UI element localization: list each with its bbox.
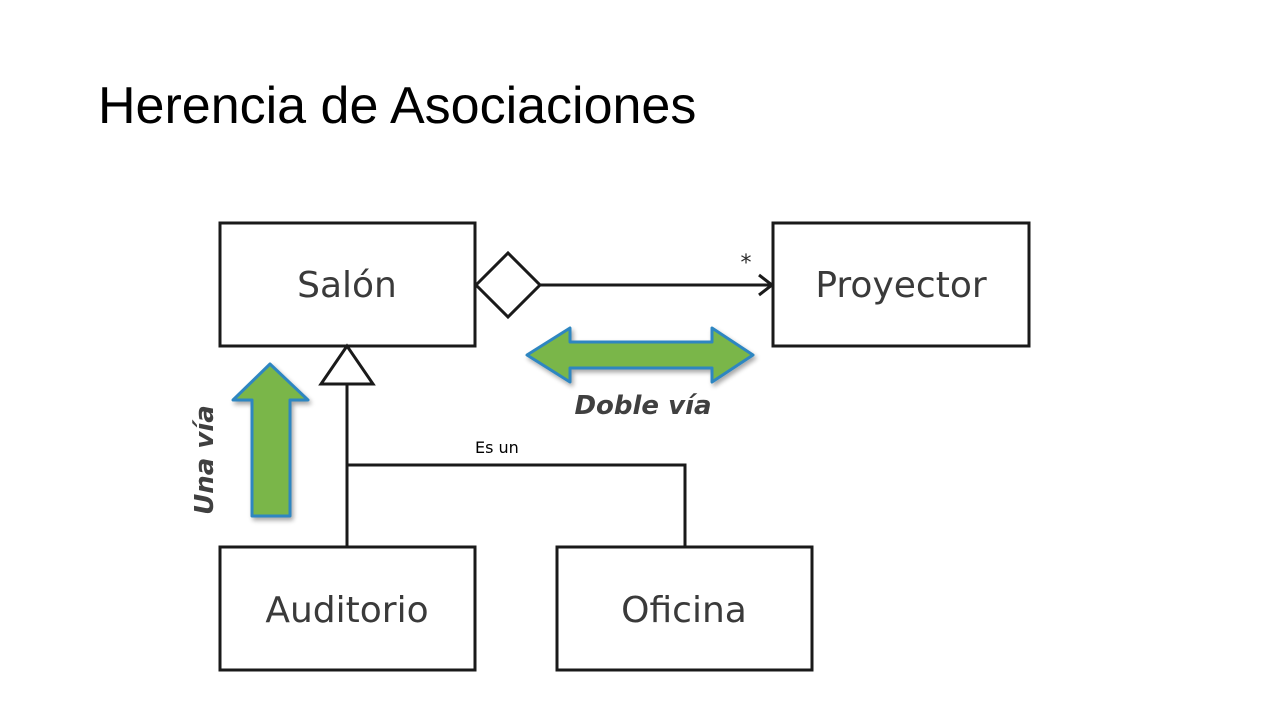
- class-proyector-box: [771, 221, 1031, 348]
- two-way-indicator: Doble vía: [525, 326, 755, 421]
- association-arrowhead-icon: [758, 273, 775, 297]
- association-multiplicity: *: [741, 251, 752, 276]
- generalization-triangle-icon: [318, 343, 376, 386]
- slide-title: Herencia de Asociaciones: [98, 77, 697, 135]
- class-oficina-box: [555, 545, 814, 672]
- up-arrow-icon: [231, 362, 310, 518]
- class-salon: Salón: [218, 221, 477, 348]
- class-oficina: Oficina: [555, 545, 814, 672]
- class-proyector-label: Proyector: [815, 265, 986, 306]
- class-auditorio-box: [218, 545, 477, 672]
- double-arrow-icon: [525, 326, 755, 384]
- class-salon-label: Salón: [297, 265, 397, 306]
- class-oficina-label: Oficina: [621, 590, 747, 631]
- class-auditorio-label: Auditorio: [265, 590, 428, 631]
- class-proyector: Proyector: [771, 221, 1031, 348]
- two-way-label: Doble vía: [574, 391, 711, 421]
- generalization: Es un: [318, 343, 687, 547]
- one-way-label: Una vía: [190, 405, 220, 515]
- class-auditorio: Auditorio: [218, 545, 477, 672]
- aggregation-diamond-icon: [473, 250, 543, 320]
- class-salon-box: [218, 221, 477, 348]
- aggregation-association: *: [473, 250, 775, 320]
- inheritance-label: Es un: [475, 438, 519, 457]
- generalization-branch-oficina: [347, 463, 687, 547]
- one-way-indicator: Una vía: [190, 362, 310, 518]
